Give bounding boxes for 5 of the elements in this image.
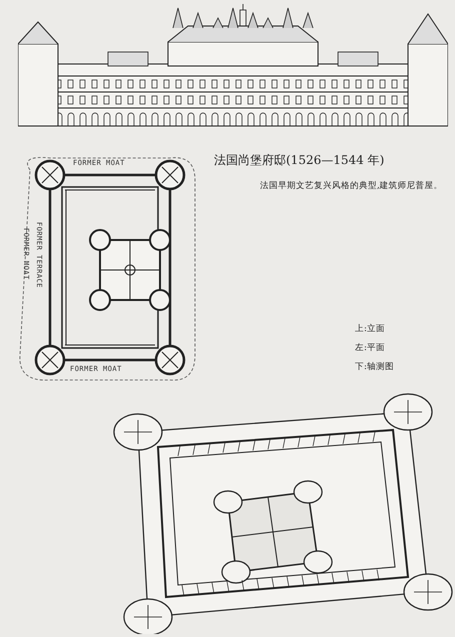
- view-label: 左:平面: [355, 342, 385, 354]
- caption: 法国早期文艺复兴风格的典型,建筑师尼普屋。: [260, 180, 443, 192]
- view-label: 下:轴测图: [355, 361, 394, 373]
- view-label: 上:立面: [355, 323, 385, 335]
- title: 法国尚堡府邸(1526—1544 年): [214, 152, 384, 169]
